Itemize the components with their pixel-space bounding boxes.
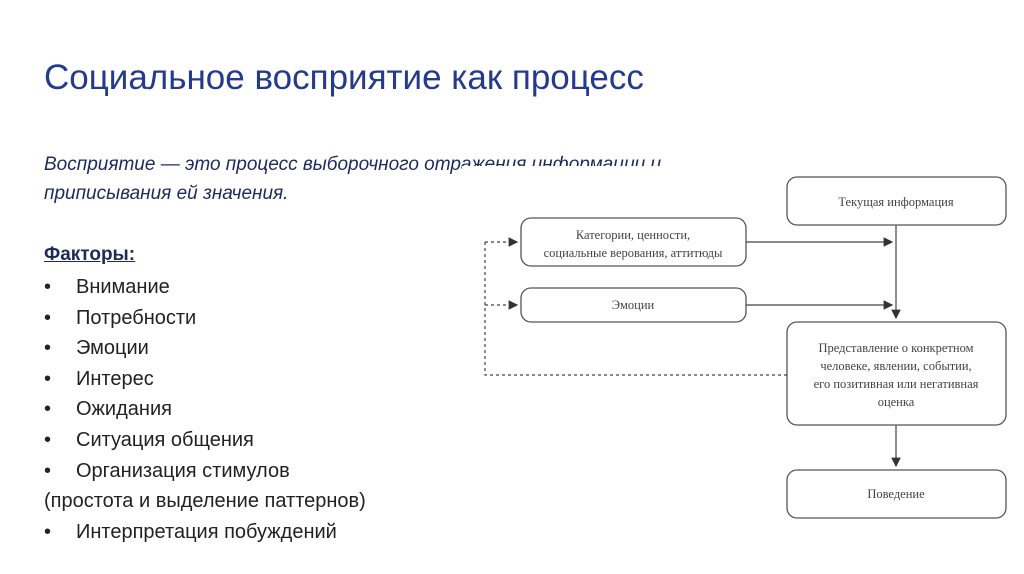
label-representation-4: оценка: [878, 395, 915, 409]
bullet: •: [44, 306, 52, 329]
label-representation-2: человеке, явлении, событии,: [820, 359, 971, 373]
item-text: Ситуация общения: [76, 428, 254, 451]
factors-list: •Внимание •Потребности •Эмоции •Интерес …: [44, 272, 366, 547]
item-text: Интерес: [76, 367, 154, 390]
label-behavior: Поведение: [867, 487, 925, 501]
bullet: •: [44, 398, 52, 421]
item-text: Ожидания: [76, 398, 172, 421]
box-representation: [786, 321, 1007, 426]
bullet: •: [44, 276, 52, 298]
list-item: • Ситуация общения: [44, 425, 366, 456]
bullet: •: [44, 337, 52, 360]
label-categories-1: Категории, ценности,: [576, 228, 690, 242]
item-text: Эмоции: [76, 337, 149, 360]
item-text: (простота и выделение паттернов): [44, 490, 366, 513]
label-current-info: Текущая информация: [838, 195, 953, 209]
list-item: (простота и выделение паттернов): [44, 486, 366, 517]
factors-heading: Факторы:: [44, 244, 136, 265]
slide-title: Социальное восприятие как процесс: [44, 58, 644, 97]
list-item: • Организация стимулов: [44, 456, 366, 487]
bullet: •: [44, 428, 52, 451]
list-item: • Интерес: [44, 364, 366, 395]
item-text: Потребности: [76, 306, 197, 329]
item-text: Внимание: [76, 276, 170, 298]
list-item: • Интерпретация побуждений: [44, 517, 366, 548]
box-behavior: [786, 469, 1007, 519]
list-item: • Эмоции: [44, 333, 366, 364]
list-item: • Ожидания: [44, 394, 366, 425]
item-text: Организация стимулов: [76, 459, 290, 482]
list-item: • Потребности: [44, 303, 366, 334]
definition-line-2: приписывания ей значения.: [44, 183, 289, 204]
list-item: • Внимание: [44, 272, 366, 303]
bullet: •: [44, 459, 52, 482]
feedback-dashed-line: [484, 242, 787, 376]
label-emotions: Эмоции: [612, 298, 655, 312]
process-diagram: Текущая информация Категории, ценности, …: [462, 166, 1024, 536]
label-representation-3: его позитивная или негативная: [814, 377, 979, 391]
bullet: •: [44, 367, 52, 390]
label-categories-2: социальные верования, аттитюды: [544, 246, 723, 260]
bullet: •: [44, 520, 52, 543]
label-representation-1: Представление о конкретном: [818, 341, 973, 355]
item-text: Интерпретация побуждений: [76, 520, 337, 543]
